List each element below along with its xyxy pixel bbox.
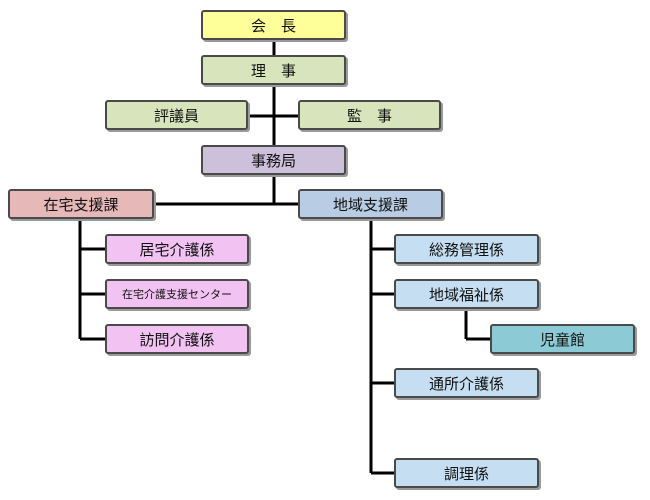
community-welfare-unit-label: 地域福祉係 [428,285,504,304]
director-label: 理 事 [250,61,296,80]
home-care-support-center-box: 在宅介護支援センター [105,279,249,309]
general-affairs-unit-label: 総務管理係 [428,240,504,259]
home-care-support-center-label: 在宅介護支援センター [122,288,232,301]
childrens-hall-label: 児童館 [539,330,585,349]
community-support-section-label: 地域支援課 [332,195,408,214]
home-visit-care-unit-box: 訪問介護係 [105,324,249,354]
home-visit-care-unit-label: 訪問介護係 [139,330,215,349]
childrens-hall-box: 児童館 [490,324,635,354]
community-welfare-unit-box: 地域福祉係 [394,279,539,309]
councilor-label: 評議員 [153,106,199,125]
home-care-unit-box: 居宅介護係 [105,234,249,264]
auditor-box: 監 事 [298,100,441,130]
councilor-box: 評議員 [105,100,248,130]
secretariat-label: 事務局 [250,151,296,170]
community-support-section-box: 地域支援課 [298,189,443,219]
chairman-box: 会 長 [201,10,346,40]
home-support-section-box: 在宅支援課 [8,189,154,219]
general-affairs-unit-box: 総務管理係 [394,234,539,264]
cooking-unit-box: 調理係 [394,458,539,488]
secretariat-box: 事務局 [201,145,346,175]
home-support-section-label: 在宅支援課 [43,195,119,214]
day-care-unit-label: 通所介護係 [428,374,504,393]
auditor-label: 監 事 [346,106,392,125]
home-care-unit-label: 居宅介護係 [139,240,215,259]
cooking-unit-label: 調理係 [443,464,489,483]
chairman-label: 会 長 [250,16,296,35]
director-box: 理 事 [201,55,346,85]
day-care-unit-box: 通所介護係 [394,368,539,398]
